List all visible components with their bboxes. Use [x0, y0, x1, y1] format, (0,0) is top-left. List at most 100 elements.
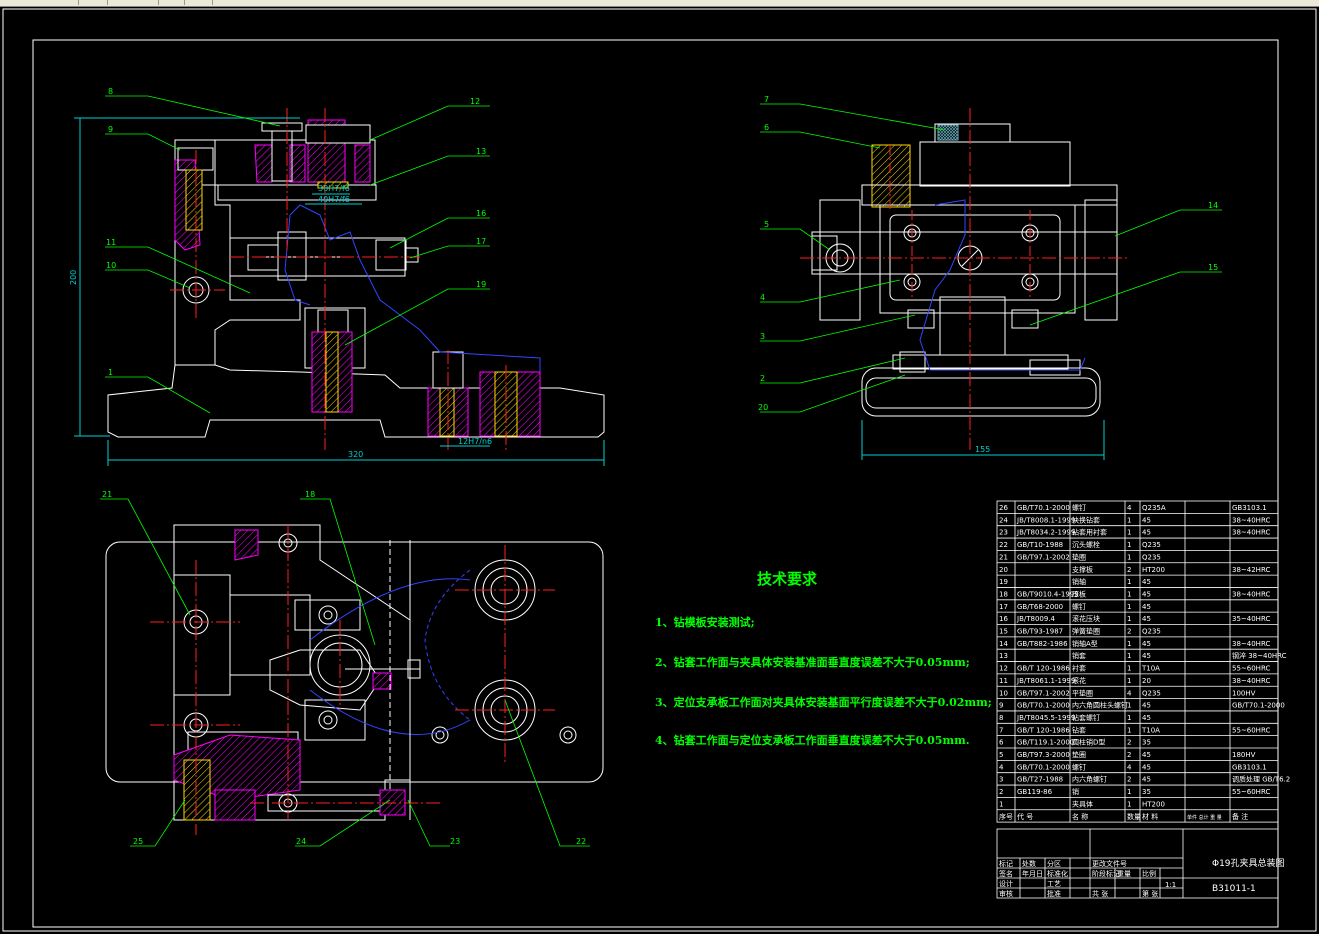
bom-cell: GB/T97.1-2002 — [1017, 553, 1070, 561]
bom-cell: GB/T97.3-2000 — [1017, 751, 1070, 759]
bom-cell: 18 — [999, 590, 1008, 598]
drawing-name: Φ19孔夹具总装图 — [1212, 857, 1285, 869]
bom-cell: 26 — [999, 504, 1008, 512]
bom-cell: 1 — [1127, 714, 1131, 722]
bom-cell: 45 — [1142, 751, 1151, 759]
tb-label-standard: 标准化 — [1047, 869, 1068, 878]
cad-drawing-canvas[interactable]: 200 320 30H7/f6 40H7/f6 12H7/n6 8 9 11 1… — [0, 7, 1319, 934]
zoom-extents-icon[interactable] — [200, 0, 213, 5]
callout-5: 5 — [764, 220, 769, 229]
tb-label-sheet-no: 第 张 — [1142, 889, 1158, 898]
callout-7: 7 — [764, 95, 769, 104]
save-icon[interactable] — [95, 0, 108, 5]
bom-cell: 38~40HRC — [1232, 677, 1270, 685]
bom-cell: 2 — [1127, 739, 1131, 747]
bom-cell: 100HV — [1232, 689, 1256, 697]
bom-cell: 沉头螺栓 — [1072, 540, 1100, 549]
tb-label-date: 年月日 — [1022, 869, 1043, 878]
bom-cell: GB/T 120-1986 — [1017, 726, 1070, 734]
bom-cell: 调质处理 GB/T6.2 — [1232, 775, 1290, 784]
bom-cell: 1 — [1127, 788, 1131, 796]
bom-cell: 38~42HRC — [1232, 566, 1270, 574]
bom-cell: 180HV — [1232, 751, 1256, 759]
bom-cell: T10A — [1141, 726, 1160, 734]
bom-cell: GB/T70.1-2000 — [1017, 763, 1070, 771]
callout-19: 19 — [476, 280, 486, 289]
bom-cell: T10A — [1141, 665, 1160, 673]
bom-cell: 35 — [1142, 788, 1151, 796]
folder-icon[interactable] — [66, 0, 79, 5]
bom-cell: 滚花压块 — [1072, 614, 1100, 623]
zoom-icon[interactable] — [172, 0, 185, 5]
bom-cell: Q235A — [1142, 504, 1166, 512]
callout-23: 23 — [450, 837, 460, 846]
bom-cell: 3 — [999, 776, 1003, 784]
tb-label-weight: 重量 — [1117, 870, 1131, 878]
bom-cell: 55~60HRC — [1232, 788, 1270, 796]
callout-4: 4 — [760, 293, 765, 302]
bom-cell: 1 — [1127, 516, 1131, 524]
window-toolbar — [0, 0, 1319, 7]
bom-cell: 1 — [1127, 702, 1131, 710]
bom-cell: 1 — [1127, 677, 1131, 685]
bom-cell: 圆柱销D型 — [1072, 738, 1105, 747]
bom-cell: 1 — [1127, 603, 1131, 611]
bom-cell: 快换钻套 — [1072, 515, 1100, 524]
bill-of-materials-table — [996, 500, 1279, 823]
bom-cell: HT200 — [1142, 800, 1165, 808]
bom-cell: 1 — [1127, 578, 1131, 586]
bom-cell: 1 — [1127, 541, 1131, 549]
tb-label-total-sheets: 共 张 — [1092, 889, 1108, 898]
title-block — [996, 828, 1279, 899]
bom-cell: 1 — [1127, 665, 1131, 673]
tb-label-zone: 分区 — [1047, 859, 1061, 868]
bom-cell: HT200 — [1142, 566, 1165, 574]
front-view-dimension-text: 200 320 30H7/f6 40H7/f6 12H7/n6 — [69, 184, 492, 459]
bom-cell: 2 — [999, 788, 1003, 796]
bom-cell: 2 — [1127, 628, 1131, 636]
bom-cell: Q235 — [1142, 628, 1161, 636]
bom-cell: GB3103.1 — [1232, 763, 1267, 771]
bom-cell: 4 — [999, 763, 1004, 771]
bom-header-cell: 备 注 — [1232, 812, 1248, 821]
bom-cell: 销 — [1072, 787, 1079, 796]
bom-cell: 17 — [999, 603, 1008, 611]
bom-cell: 滚花 — [1072, 676, 1086, 685]
bom-cell: 销轴 — [1072, 577, 1086, 586]
callout-15: 15 — [1208, 263, 1218, 272]
bom-cell: 14 — [999, 640, 1008, 648]
bom-cell: 38~40HRC — [1232, 590, 1270, 598]
tb-label-scale: 比例 — [1142, 869, 1156, 878]
bom-cell: Q235 — [1142, 553, 1161, 561]
side-view — [800, 108, 1130, 460]
bom-cell: 22 — [999, 541, 1008, 549]
bom-cell: 35~40HRC — [1232, 615, 1270, 623]
bom-cell: 20 — [1142, 677, 1151, 685]
bom-header-cell: 代 号 — [1017, 812, 1033, 821]
bom-cell: 19 — [999, 578, 1008, 586]
top-view — [105, 524, 604, 835]
top-view-leaders — [100, 498, 590, 847]
bom-cell: 销套 — [1072, 651, 1086, 660]
tb-label-change: 更改文件号 — [1092, 859, 1127, 868]
bom-cell: 23 — [999, 529, 1008, 537]
bom-cell: 45 — [1142, 763, 1151, 771]
bom-cell: GB/T97.1-2002 — [1017, 689, 1070, 697]
front-view — [74, 108, 605, 466]
callout-2: 2 — [760, 374, 765, 383]
callout-8: 8 — [108, 87, 113, 96]
bom-cell: 2 — [1127, 751, 1131, 759]
bom-cell: GB/T93-1987 — [1017, 628, 1063, 636]
bom-cell: GB/T882-1986 — [1017, 640, 1068, 648]
callout-18: 18 — [305, 490, 315, 499]
bom-cell: 4 — [1127, 689, 1132, 697]
bom-cell: JB/T8008.1-1999 — [1016, 516, 1075, 524]
print-icon[interactable] — [146, 0, 159, 5]
bom-cell: GB/T10-1988 — [1017, 541, 1063, 549]
tb-label-approve: 批准 — [1047, 889, 1061, 898]
bom-cell: Q235 — [1142, 689, 1161, 697]
bom-cell: 20 — [999, 566, 1008, 574]
bom-cell: 1 — [1127, 529, 1131, 537]
callout-11: 11 — [106, 238, 116, 247]
bom-cell: 35 — [1142, 739, 1151, 747]
